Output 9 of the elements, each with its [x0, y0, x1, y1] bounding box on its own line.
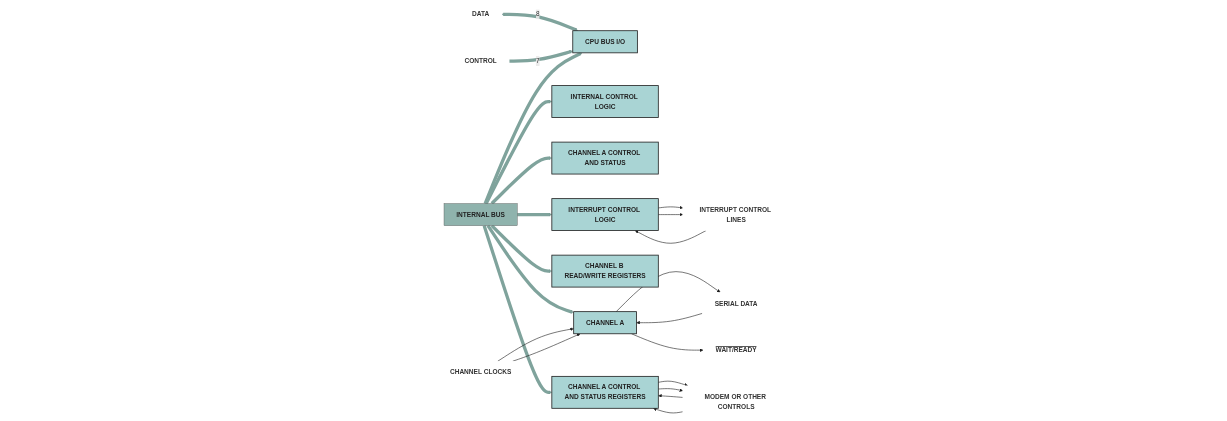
- arrow: [490, 224, 552, 273]
- arrow: [517, 212, 552, 217]
- arrow: [484, 99, 552, 205]
- arrow: [482, 225, 552, 395]
- arrow: [486, 224, 574, 314]
- arrow: [483, 52, 583, 205]
- arrow: [501, 12, 579, 32]
- arrow: [490, 156, 552, 205]
- arrow: [509, 49, 573, 63]
